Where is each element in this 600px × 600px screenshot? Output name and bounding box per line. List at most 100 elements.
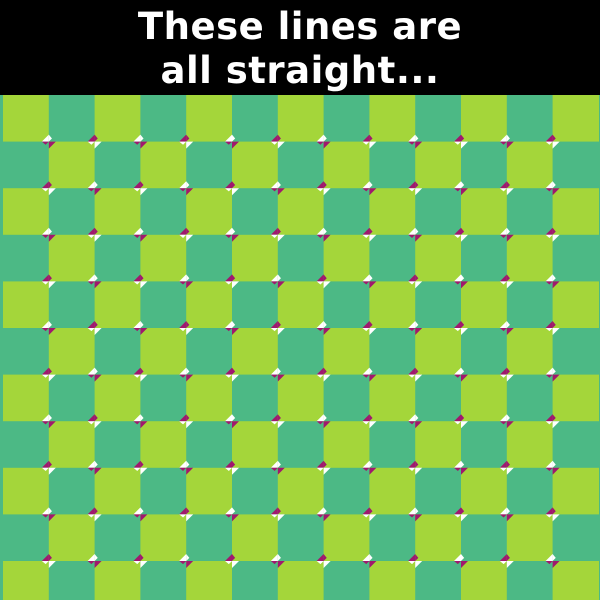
checker-tile [186, 328, 233, 376]
marker-shape [41, 328, 49, 332]
checker-tile [506, 374, 554, 422]
checker-tile [3, 234, 50, 282]
corner-marker [545, 134, 560, 149]
checker-tile [94, 467, 141, 515]
corner-marker [408, 367, 423, 382]
corner-marker [454, 274, 468, 289]
marker-shape [415, 134, 419, 142]
marker-shape [369, 227, 373, 235]
corner-marker [545, 414, 560, 429]
corner-marker [270, 507, 285, 522]
marker-shape [277, 460, 281, 468]
checker-tile [369, 188, 416, 236]
marker-shape [461, 467, 468, 475]
checker-tile [369, 328, 416, 376]
marker-shape [140, 141, 148, 149]
marker-shape [277, 328, 285, 335]
marker-shape [140, 328, 148, 335]
marker-shape [225, 554, 232, 561]
corner-marker [41, 134, 56, 149]
marker-shape [499, 374, 507, 378]
checker-tile [552, 328, 599, 376]
corner-marker [87, 274, 102, 289]
marker-shape [323, 274, 327, 282]
marker-shape [94, 421, 102, 429]
marker-shape [415, 227, 419, 235]
checker-tile [552, 95, 599, 143]
checker-tile [415, 281, 462, 329]
marker-shape [270, 328, 278, 332]
corner-marker [499, 181, 514, 196]
checker-tile [323, 374, 370, 422]
marker-shape [415, 554, 419, 561]
corner-marker [41, 507, 56, 522]
marker-shape [316, 367, 324, 375]
marker-shape [369, 514, 377, 522]
corner-marker [179, 414, 194, 429]
marker-shape [133, 460, 141, 468]
marker-shape [270, 234, 278, 238]
corner-marker [179, 274, 194, 289]
marker-shape [316, 321, 324, 328]
marker-shape [461, 421, 468, 429]
checker-tile [277, 95, 325, 143]
checker-tile [232, 281, 279, 329]
marker-shape [499, 274, 507, 282]
corner-marker [362, 134, 377, 149]
caption-line-2: all straight... [160, 48, 440, 92]
marker-shape [552, 281, 560, 289]
corner-marker [499, 134, 514, 149]
marker-shape [186, 561, 194, 568]
corner-marker [362, 181, 377, 196]
corner-marker [316, 554, 331, 568]
corner-marker [87, 227, 102, 242]
marker-shape [186, 274, 190, 282]
marker-shape [323, 374, 331, 382]
marker-shape [369, 414, 373, 422]
marker-shape [232, 414, 236, 422]
marker-shape [552, 414, 556, 422]
marker-shape [545, 414, 553, 422]
checker-tile [232, 234, 279, 282]
corner-marker [179, 134, 194, 149]
marker-shape [362, 181, 370, 189]
corner-marker [408, 321, 423, 335]
marker-shape [277, 281, 285, 289]
marker-shape [232, 274, 236, 282]
marker-shape [41, 181, 49, 189]
marker-shape [186, 234, 194, 242]
marker-shape [316, 514, 324, 518]
marker-shape [415, 460, 419, 468]
corner-marker [408, 554, 423, 568]
marker-shape [140, 421, 148, 429]
marker-shape [186, 141, 194, 149]
marker-shape [232, 234, 239, 242]
marker-shape [323, 507, 327, 515]
marker-shape [94, 460, 98, 468]
checker-tile [277, 188, 325, 236]
checker-tile [277, 374, 325, 422]
checker-tile [323, 95, 370, 143]
marker-shape [225, 561, 232, 565]
corner-marker [87, 134, 102, 149]
checker-tile [232, 467, 279, 515]
marker-shape [179, 467, 187, 471]
marker-shape [87, 507, 95, 515]
marker-shape [48, 134, 52, 142]
marker-shape [48, 467, 56, 475]
marker-shape [277, 421, 285, 429]
marker-shape [270, 134, 278, 142]
marker-shape [48, 141, 56, 149]
marker-shape [186, 367, 190, 375]
marker-shape [179, 374, 187, 378]
marker-shape [225, 188, 232, 192]
marker-shape [133, 188, 141, 192]
marker-shape [41, 321, 49, 328]
marker-shape [277, 507, 281, 515]
marker-shape [499, 181, 507, 189]
marker-shape [87, 561, 95, 565]
marker-shape [270, 374, 278, 378]
checker-tile [461, 328, 508, 376]
marker-shape [41, 134, 49, 142]
marker-shape [270, 561, 278, 565]
